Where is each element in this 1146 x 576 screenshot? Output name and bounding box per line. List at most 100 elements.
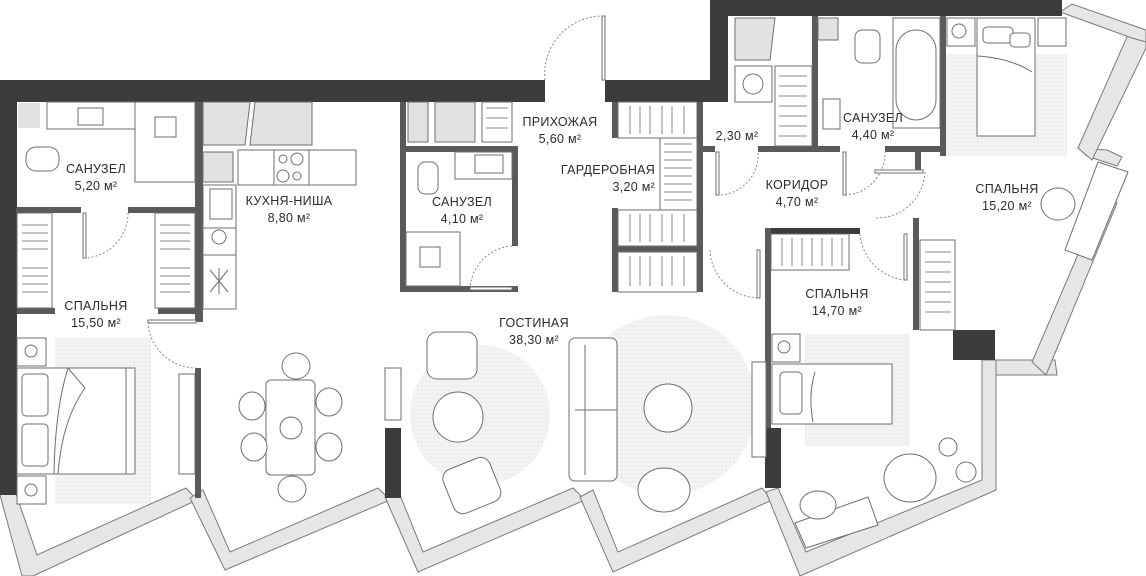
tv-console-living: [384, 367, 402, 421]
bathtub: [895, 29, 937, 121]
shaft-utility: [734, 17, 776, 61]
tv-console-bedroom1: [178, 373, 196, 475]
shaft-bath1: [18, 103, 40, 128]
hob-burner: [278, 154, 288, 164]
desk-bedroom2: [794, 496, 879, 549]
pillow-bedroom2: [779, 371, 803, 415]
room-name: САНУЗЕЛ: [432, 195, 492, 209]
shaft-bath2-1: [407, 101, 429, 143]
room-label-bedroom-1: СПАЛЬНЯ 15,50 м²: [64, 298, 127, 332]
dining-chair-3: [315, 387, 343, 417]
room-label-kitchen: КУХНЯ-НИША 8,80 м²: [246, 193, 333, 227]
armchair-living-2: [442, 456, 502, 515]
sink-bath3: [822, 98, 841, 130]
pillow-bedroom1-1: [21, 373, 49, 417]
room-name: СПАЛЬНЯ: [64, 299, 128, 313]
blanket-fold-bedroom1: [53, 367, 86, 475]
room-area: 14,70 м²: [812, 304, 862, 318]
door-bedroom2: [859, 233, 906, 281]
dining-chair-5: [315, 432, 343, 462]
window-living-right: [579, 487, 773, 573]
coffee-table-living-1: [432, 391, 484, 443]
wardrobe-bath2: [481, 101, 513, 143]
wardrobe-bedroom1-left: [16, 212, 53, 309]
room-name: КОРИДОР: [765, 178, 829, 192]
wardrobe-shelf-2: [659, 137, 698, 211]
room-label-bedroom-2: СПАЛЬНЯ 14,70 м²: [805, 286, 868, 320]
wall-bath3-right: [940, 16, 946, 156]
room-label-bath-3: САНУЗЕЛ 4,40 м²: [843, 110, 903, 144]
wall-bath1-divider: [16, 207, 81, 213]
armchair-living-3: [637, 467, 691, 513]
toilet-bath1: [25, 146, 60, 172]
door-leaves: [82, 15, 924, 324]
wall-wardrobe-left-2: [612, 208, 618, 292]
room-area: 2,30 м²: [715, 129, 759, 143]
shower-drain-bath2: [419, 246, 441, 268]
wall-corridor-top-2: [758, 146, 840, 152]
wall-bedroom2-column: [953, 330, 995, 360]
nightstand-bedroom3-right: [1037, 17, 1067, 47]
wall-wardrobe-left: [612, 102, 618, 138]
door-bedroom1: [147, 321, 197, 369]
room-name: ГОСТИНАЯ: [499, 316, 569, 330]
pillow-bedroom1-2: [21, 423, 49, 467]
shower-bath1: [134, 101, 196, 183]
door-bath1: [82, 212, 129, 259]
room-label-utility: 2,30 м²: [716, 128, 759, 145]
shower-drain-bath1: [154, 116, 177, 138]
wall-bedroom2-left: [765, 228, 771, 488]
wall-wardrobe-right: [697, 102, 703, 292]
room-label-hallway: ПРИХОЖАЯ 5,60 м²: [523, 114, 598, 148]
dining-chair-4: [240, 432, 268, 462]
wall-top-middle: [605, 80, 720, 102]
blanket-fold-bedroom3: [976, 55, 1033, 73]
door-entrance: [544, 15, 604, 81]
window-bedroom-3-upper: [1077, 29, 1146, 161]
door-utility: [716, 151, 759, 196]
door-bedroom3: [874, 171, 926, 219]
room-name: САНУЗЕЛ: [843, 111, 903, 125]
room-area: 15,50 м²: [71, 316, 121, 330]
hangers: [22, 75, 951, 313]
toilet-bath2: [417, 161, 439, 195]
room-label-bedroom-3: СПАЛЬНЯ 15,20 м²: [975, 181, 1038, 215]
room-area: 4,40 м²: [851, 128, 895, 142]
wall-bedroom1-right: [195, 368, 201, 498]
sink-bath1: [77, 107, 104, 126]
desk-bedroom3: [1064, 161, 1129, 261]
wall-living-column-right: [765, 428, 781, 488]
room-area: 4,10 м²: [440, 212, 484, 226]
armchair-living-1: [426, 331, 478, 380]
table-decor: [279, 416, 303, 440]
wall-top-left: [0, 80, 545, 102]
shaft-bath3: [817, 17, 839, 41]
shaft-bath2-2: [434, 101, 476, 143]
wall-kitchen-left: [195, 102, 203, 322]
wall-top-right: [710, 0, 1062, 16]
room-name: САНУЗЕЛ: [66, 162, 126, 176]
door-corridor-bedroom2: [709, 249, 758, 299]
chair-bedroom3: [1040, 187, 1076, 221]
wall-bedroom1-bottom: [17, 308, 55, 314]
wall-bedroom2-right: [913, 218, 919, 330]
sink-bath2: [474, 154, 504, 174]
room-area: 5,20 м²: [74, 179, 118, 193]
chair-bedroom2: [799, 490, 837, 520]
room-label-bath-1: САНУЗЕЛ 5,20 м²: [66, 161, 126, 195]
room-area: 38,30 м²: [509, 333, 559, 347]
wall-corridor-top: [703, 146, 715, 152]
wall-bedroom2-top: [765, 228, 860, 234]
wardrobe-bedroom2-right: [919, 239, 956, 331]
wardrobe-bedroom2-top: [770, 233, 850, 271]
kitchen-sink: [209, 188, 233, 220]
tv-console-living-right: [751, 361, 767, 458]
room-name: КУХНЯ-НИША: [245, 194, 333, 208]
room-name: ПРИХОЖАЯ: [522, 115, 598, 129]
room-name: ГАРДЕРОБНАЯ: [560, 163, 656, 177]
kitchen-shaft: [202, 151, 234, 183]
room-area: 15,20 м²: [982, 199, 1032, 213]
fridge-2: [249, 101, 313, 146]
wall-bath2-right: [512, 146, 518, 246]
